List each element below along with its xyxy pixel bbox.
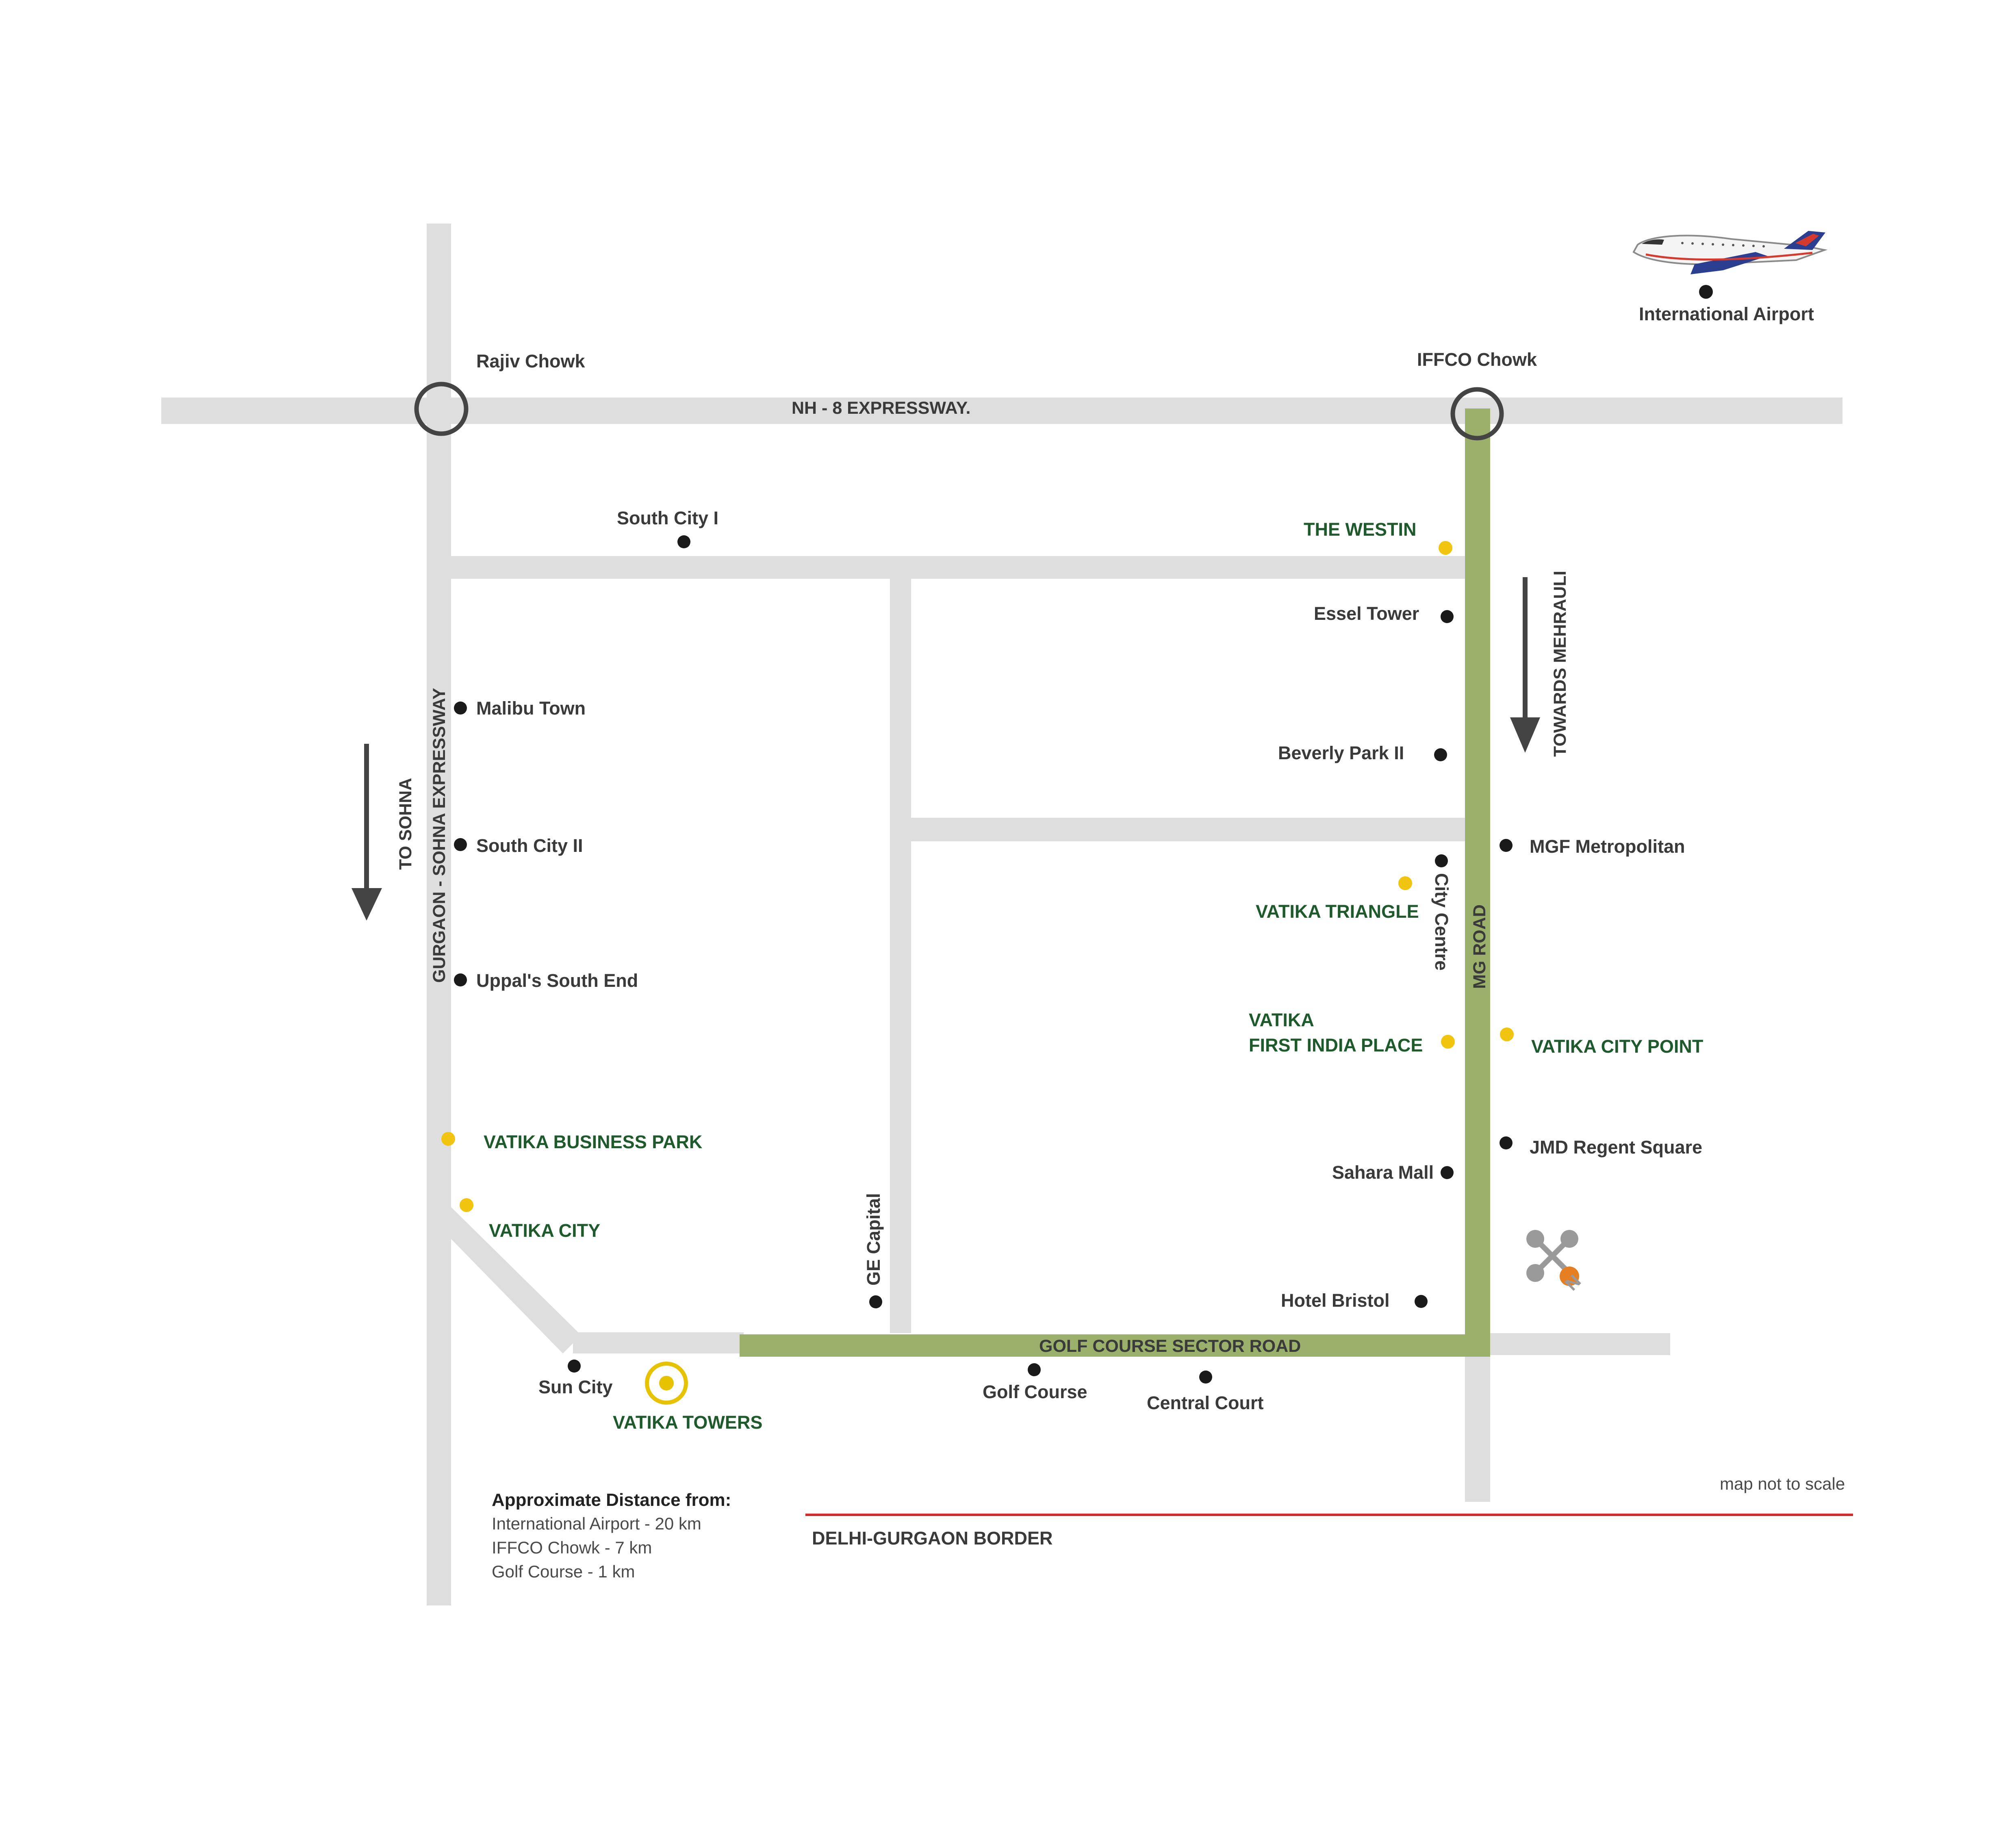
uppals-south-end-dot: [454, 973, 467, 986]
iffco-chowk-label: IFFCO Chowk: [1417, 349, 1537, 370]
airplane-windows: [1681, 242, 1765, 248]
nh8-expressway-label: NH - 8 EXPRESSWAY.: [792, 398, 971, 418]
jmd-regent-square-label: JMD Regent Square: [1530, 1137, 1702, 1158]
vatika-city-dot: [460, 1198, 473, 1212]
westin-dot: [1439, 541, 1452, 555]
sahara-mall-dot: [1441, 1166, 1454, 1179]
airplane-belly-stripe: [1645, 252, 1813, 261]
airplane-tail-stripe: [1795, 234, 1819, 246]
golf-course-road-label: GOLF COURSE SECTOR ROAD: [1039, 1336, 1301, 1356]
jmd-regent-square-dot: [1500, 1136, 1513, 1149]
essel-tower-label: Essel Tower: [1314, 603, 1419, 624]
first-india-place-label-line1: VATIKA: [1249, 1010, 1314, 1030]
essel-tower-dot: [1441, 610, 1454, 623]
sun-city-dot: [568, 1360, 581, 1373]
sohna-expressway-label: GURGAON - SOHNA EXPRESSWAY: [430, 688, 449, 983]
south-city-2-label: South City II: [476, 835, 583, 856]
golf-course-dot: [1028, 1363, 1041, 1376]
compass-north-marker: [1560, 1266, 1579, 1286]
golf-course-road-west: [573, 1332, 744, 1353]
mg-road: [1465, 408, 1490, 1355]
scale-note: map not to scale: [1720, 1474, 1845, 1493]
sohna-direction-label: TO SOHNA: [396, 778, 415, 870]
beverly-park-road: [910, 818, 1465, 841]
golf-course-road-east: [1487, 1333, 1670, 1355]
mgf-metropolitan-label: MGF Metropolitan: [1530, 836, 1685, 857]
border-label: DELHI-GURGAON BORDER: [812, 1528, 1053, 1549]
sahara-mall-label: Sahara Mall: [1332, 1162, 1434, 1183]
first-india-place-dot: [1441, 1035, 1455, 1049]
sun-city-label: Sun City: [538, 1377, 613, 1397]
golf-course-label: Golf Course: [983, 1382, 1087, 1402]
airplane-icon: [1632, 231, 1828, 274]
city-centre-dot: [1435, 854, 1448, 867]
vatika-city-point-label: VATIKA CITY POINT: [1531, 1036, 1703, 1057]
mg-road-south: [1465, 1353, 1490, 1502]
central-court-label: Central Court: [1147, 1392, 1264, 1413]
business-park-dot: [441, 1132, 455, 1146]
first-india-place-label-line2: FIRST INDIA PLACE: [1249, 1035, 1423, 1056]
vatika-towers-label: VATIKA TOWERS: [613, 1412, 762, 1433]
vatika-triangle-dot: [1398, 876, 1412, 890]
business-park-label: VATIKA BUSINESS PARK: [484, 1132, 703, 1152]
distance-item: IFFCO Chowk - 7 km: [492, 1538, 652, 1557]
vatika-city-label: VATIKA CITY: [489, 1220, 600, 1241]
vatika-towers-dot: [659, 1376, 674, 1390]
golf-course-sector-road: [740, 1334, 1490, 1357]
uppals-south-end-label: Uppal's South End: [476, 970, 638, 991]
airport-label: International Airport: [1639, 304, 1814, 324]
landmark-dots: [454, 535, 1513, 1384]
sohna-direction: TO SOHNA: [352, 744, 415, 921]
south-city-1-label: South City I: [617, 508, 718, 528]
mg-road-label: MG ROAD: [1470, 904, 1489, 989]
vatika-towers-ring: [645, 1362, 688, 1405]
iffco-chowk-roundabout: [1450, 387, 1504, 441]
rajiv-chowk-roundabout: [414, 382, 469, 436]
ge-capital-label: GE Capital: [863, 1193, 884, 1286]
distance-panel: Approximate Distance from: International…: [492, 1490, 731, 1581]
down-arrow-icon: [1510, 717, 1540, 753]
project-dots: [441, 541, 1514, 1212]
vatika-towers-marker: [645, 1362, 688, 1405]
rajiv-chowk-label: Rajiv Chowk: [476, 351, 586, 371]
malibu-town-label: Malibu Town: [476, 698, 586, 719]
airport-dot: [1699, 285, 1713, 299]
mehrauli-direction-label: TOWARDS MEHRAULI: [1550, 571, 1570, 757]
hotel-bristol-label: Hotel Bristol: [1281, 1290, 1390, 1311]
vatika-city-point-dot: [1500, 1027, 1514, 1041]
down-arrow-icon: [352, 888, 382, 921]
westin-label: THE WESTIN: [1304, 519, 1417, 540]
mgf-metropolitan-dot: [1500, 839, 1513, 852]
ge-capital-dot: [869, 1295, 882, 1308]
city-centre-label: City Centre: [1431, 873, 1452, 971]
distance-item: Golf Course - 1 km: [492, 1562, 635, 1581]
roads: [161, 224, 1842, 1605]
sun-city-diagonal-road: [448, 1204, 581, 1353]
distance-heading: Approximate Distance from:: [492, 1490, 731, 1510]
central-court-dot: [1199, 1371, 1212, 1384]
south-city-road: [449, 556, 1465, 579]
ge-capital-road: [890, 577, 911, 1333]
south-city-1-dot: [677, 535, 690, 548]
vatika-triangle-label: VATIKA TRIANGLE: [1256, 901, 1419, 922]
sohna-expressway-road: [427, 224, 451, 1605]
mehrauli-direction: TOWARDS MEHRAULI: [1510, 571, 1570, 757]
distance-item: International Airport - 20 km: [492, 1514, 701, 1533]
hotel-bristol-dot: [1415, 1295, 1428, 1308]
south-city-2-dot: [454, 838, 467, 851]
beverly-park-dot: [1434, 748, 1447, 761]
malibu-town-dot: [454, 702, 467, 715]
beverly-park-label: Beverly Park II: [1278, 743, 1404, 763]
nh8-expressway-road: [161, 398, 1842, 424]
compass-icon: N: [1526, 1230, 1585, 1295]
airplane-cockpit: [1642, 239, 1664, 245]
